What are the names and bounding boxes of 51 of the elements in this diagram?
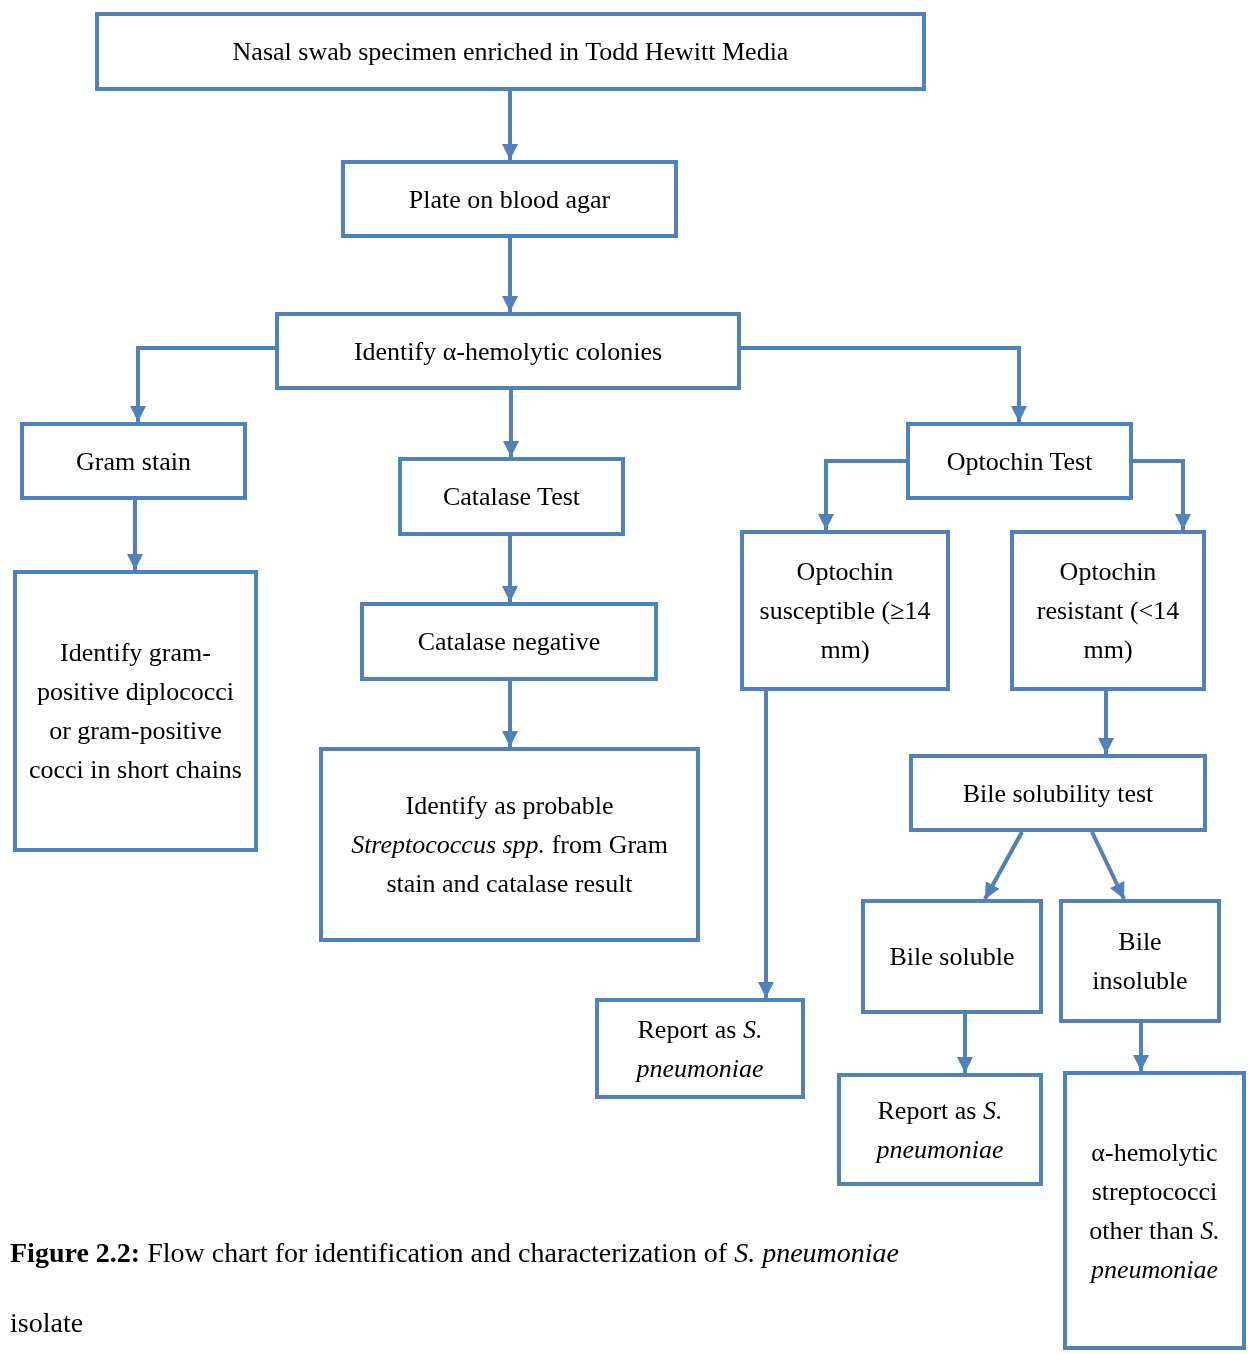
process-box bbox=[20, 422, 247, 500]
process-box bbox=[275, 312, 741, 390]
step-text: Report as S. pneumoniae bbox=[874, 1094, 1005, 1166]
step-text: Bile insoluble bbox=[1091, 926, 1189, 997]
step-text: Identify as probable Streptococcus spp. from Gram stain and catalase result bbox=[350, 790, 669, 900]
step-text: Optochin susceptible (≥14 mm) bbox=[758, 556, 932, 666]
step-text: Catalase Test bbox=[442, 481, 580, 513]
process-box bbox=[398, 457, 625, 536]
step-text: Nasal swab specimen enriched in Todd Hewitt Media bbox=[232, 36, 789, 68]
arrow bbox=[502, 91, 518, 160]
process-box bbox=[319, 747, 700, 942]
process-box bbox=[1059, 899, 1221, 1023]
process-box bbox=[837, 1073, 1043, 1186]
process-box bbox=[360, 602, 658, 681]
arrow bbox=[1090, 831, 1126, 900]
step-text: Identify α-hemolytic colonies bbox=[353, 335, 663, 368]
step-text: Optochin Test bbox=[946, 445, 1093, 478]
arrow bbox=[741, 346, 1027, 422]
process-box bbox=[95, 12, 926, 91]
process-box bbox=[1063, 1071, 1246, 1350]
step-text: Bile solubility test bbox=[962, 777, 1154, 810]
process-box bbox=[1010, 530, 1206, 691]
arrow bbox=[1098, 691, 1114, 754]
arrow bbox=[127, 500, 143, 570]
step-text: Identify gram-positive diplococci or gram-positive cocci in short chains bbox=[28, 637, 243, 786]
step-text: Plate on blood agar bbox=[408, 183, 611, 216]
arrow bbox=[983, 831, 1024, 900]
step-text: Bile soluble bbox=[889, 941, 1015, 973]
step-text: Optochin resistant (<14 mm) bbox=[1035, 556, 1181, 666]
arrow bbox=[818, 459, 906, 530]
process-box bbox=[909, 754, 1207, 832]
arrow bbox=[957, 1014, 973, 1073]
arrow bbox=[1133, 459, 1191, 530]
process-box bbox=[861, 899, 1043, 1014]
arrow bbox=[503, 390, 519, 457]
step-text: Gram stain bbox=[76, 445, 191, 478]
step-text: α-hemolytic streptococci other than S. pneumoniae bbox=[1088, 1136, 1221, 1286]
arrow bbox=[502, 238, 518, 312]
process-box bbox=[740, 530, 950, 691]
arrow bbox=[130, 346, 275, 422]
process-box bbox=[595, 998, 805, 1099]
arrow bbox=[1133, 1023, 1149, 1071]
figure-caption: Figure 2.2: Flow chart for identification and characterization of S. pneumoniae isolate bbox=[10, 1236, 900, 1340]
process-box bbox=[341, 160, 678, 238]
process-box bbox=[906, 422, 1133, 500]
step-text: Catalase negative bbox=[417, 626, 601, 658]
arrow bbox=[758, 691, 774, 998]
step-text: Report as S. pneumoniae bbox=[634, 1013, 765, 1085]
process-box bbox=[13, 570, 258, 852]
arrow bbox=[502, 681, 518, 747]
arrow bbox=[502, 536, 518, 602]
